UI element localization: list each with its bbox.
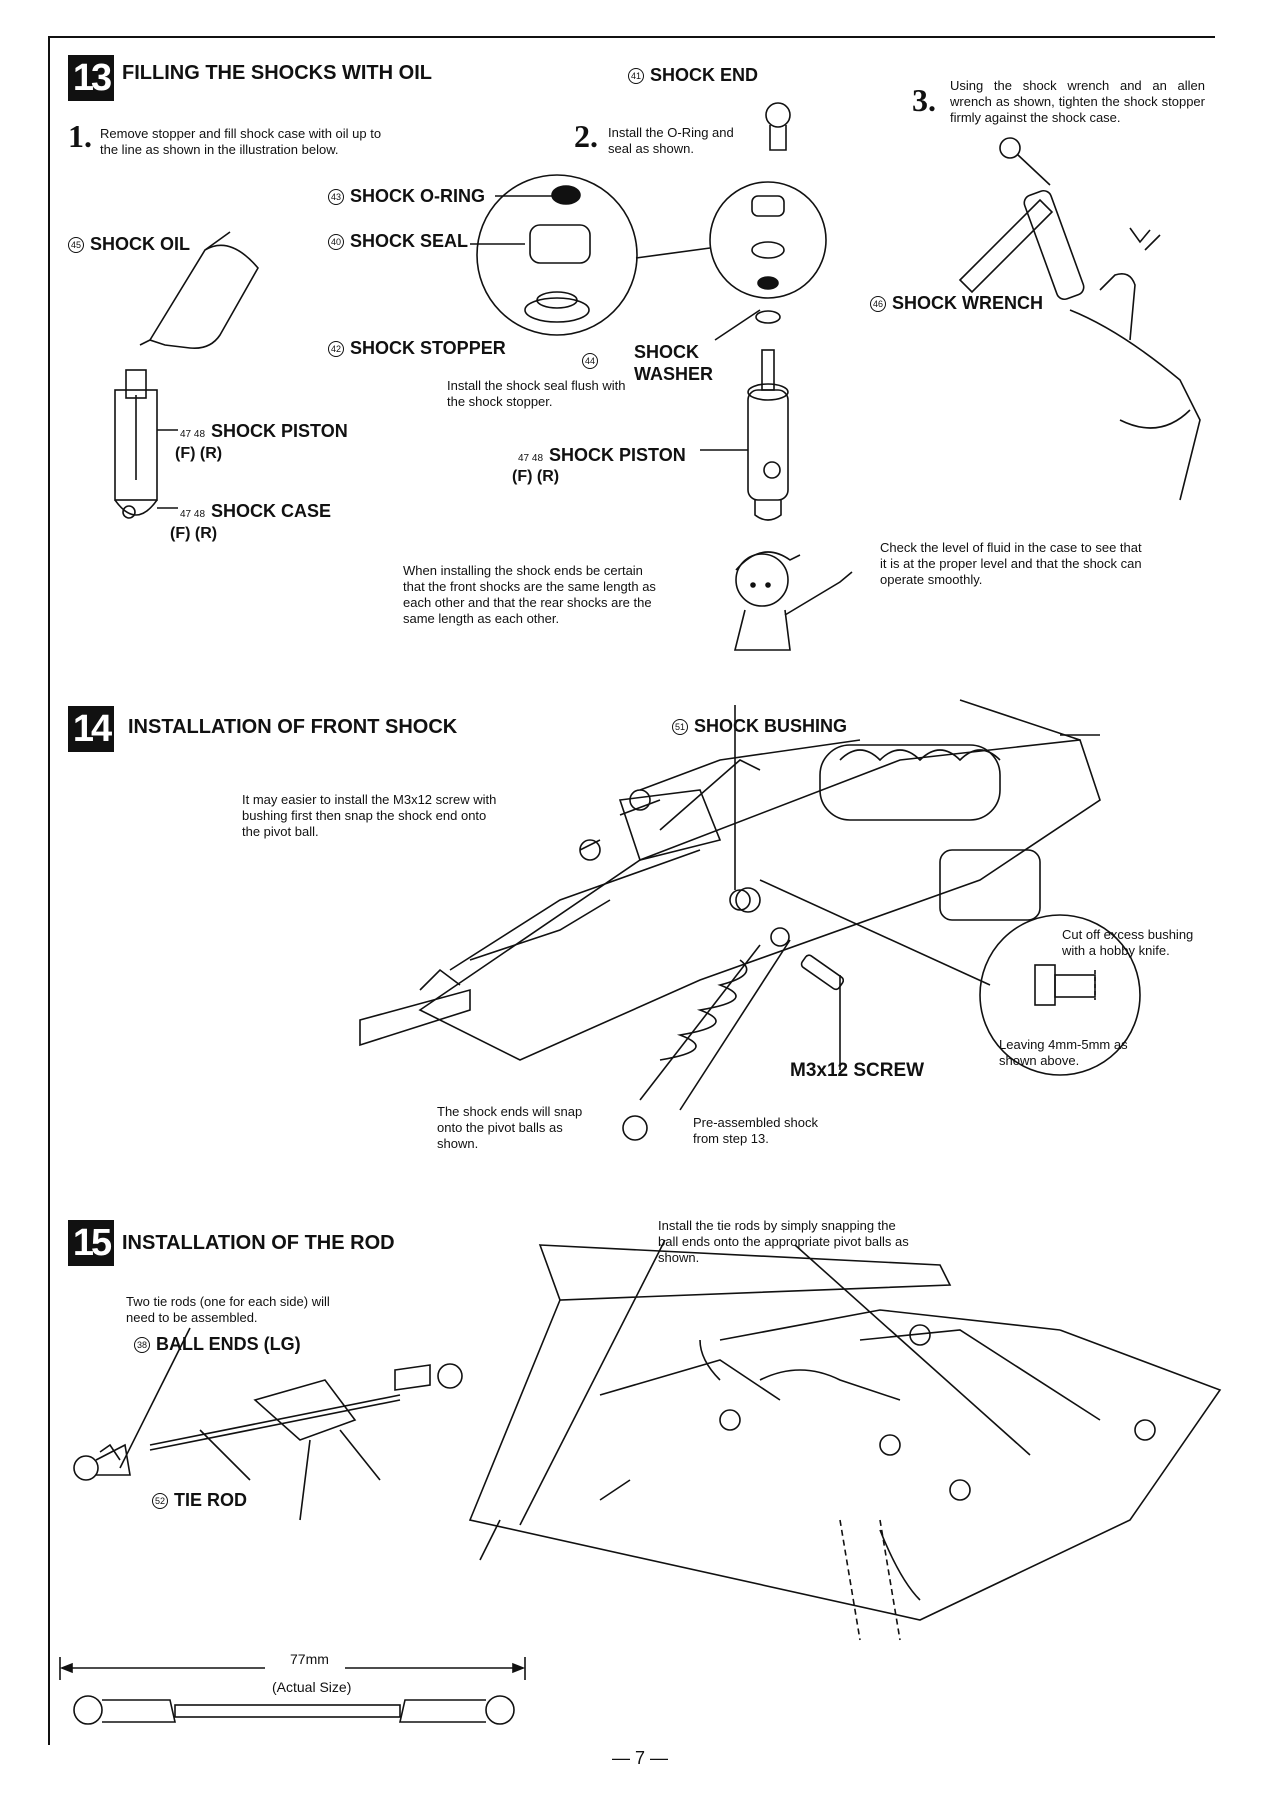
- fluid-level-note: Check the level of fluid in the case to …: [880, 540, 1142, 587]
- step-15-title: INSTALLATION OF THE ROD: [122, 1232, 395, 1254]
- tie-rod-label: 52 TIE ROD: [152, 1490, 247, 1511]
- bushing-detail-illustration: [734, 705, 1141, 1076]
- oil-bottle-illustration: [139, 231, 259, 350]
- step-13-badge: 13: [68, 55, 114, 101]
- part-number: 45: [68, 237, 84, 254]
- leave-length-note: Leaving 4mm-5mm as shown above.: [999, 1037, 1128, 1068]
- part-number: 41: [628, 68, 644, 85]
- seal-exploded-illustration: [470, 174, 711, 336]
- shock-piston-left-variants: (F) (R): [175, 445, 223, 462]
- m3x12-screw-label: M3x12 SCREW: [790, 1060, 925, 1081]
- part-name: BALL ENDS (LG): [156, 1334, 301, 1354]
- tie-rods-note: Install the tie rods by simply snapping …: [658, 1218, 909, 1265]
- rod-length-label: 77mm: [290, 1651, 329, 1667]
- part-number: 47 48: [180, 429, 206, 440]
- actual-size-label: (Actual Size): [272, 1679, 352, 1695]
- part-number: 44: [582, 353, 598, 369]
- part-number: 42: [328, 341, 344, 358]
- shock-wrench-illustration: [958, 137, 1201, 501]
- shock-body-mid-illustration: [700, 309, 789, 521]
- step-13-3-number: 3.: [912, 82, 936, 118]
- part-number: 51: [672, 719, 688, 736]
- shock-piston-left-label: 47 48 SHOCK PISTON: [180, 421, 348, 442]
- shock-seal-label: 40 SHOCK SEAL: [328, 231, 468, 252]
- shock-bushing-label: 51 SHOCK BUSHING: [672, 716, 847, 737]
- seal-flush-note: Install the shock seal flush with the sh…: [447, 378, 626, 409]
- screw-first-note: It may easier to install the M3x12 screw…: [242, 792, 497, 839]
- shock-end-label: 41 SHOCK END: [628, 65, 758, 86]
- step-13-1-text: Remove stopper and fill shock case with …: [100, 126, 382, 157]
- part-number: 43: [328, 189, 344, 206]
- shock-case-left-variants: (F) (R): [170, 525, 218, 542]
- shock-oil-label: 45 SHOCK OIL: [68, 234, 190, 255]
- shock-end-detail-illustration: [709, 102, 827, 324]
- preassembled-note: Pre-assembled shock from step 13.: [693, 1115, 818, 1146]
- shock-ends-note: When installing the shock ends be certai…: [403, 563, 656, 626]
- part-number: 47 48: [180, 509, 206, 520]
- shock-case-left-label: 47 48 SHOCK CASE: [180, 501, 331, 522]
- mascot-illustration: [733, 551, 853, 651]
- shock-oring-label: 43 SHOCK O-RING: [328, 186, 485, 207]
- step-14-badge: 14: [68, 706, 114, 752]
- part-number: 40: [328, 234, 344, 251]
- part-name: SHOCK O-RING: [350, 186, 485, 206]
- shock-piston-mid-label: 47 48 SHOCK PISTON: [518, 445, 686, 466]
- front-shock-illustration: [622, 887, 845, 1141]
- part-name: TIE ROD: [174, 1490, 248, 1510]
- step-14-title: INSTALLATION OF FRONT SHOCK: [128, 716, 458, 738]
- step-13-3-text: Using the shock wrench and an allen wren…: [950, 78, 1205, 125]
- part-name: SHOCK END: [650, 65, 759, 85]
- step-13-1-number: 1.: [68, 118, 92, 154]
- part-number: 52: [152, 1493, 168, 1510]
- page-frame: [48, 36, 1215, 1745]
- part-name: SHOCK CASE: [211, 501, 332, 521]
- part-number: 38: [134, 1337, 150, 1354]
- page-number: — 7 —: [612, 1748, 669, 1768]
- rear-chassis-illustration: [468, 1239, 1222, 1641]
- shock-piston-mid-variants: (F) (R): [512, 468, 560, 485]
- step-13-2-number: 2.: [574, 118, 598, 154]
- shock-stopper-label: 42 SHOCK STOPPER: [328, 338, 506, 359]
- part-name: SHOCK WRENCH: [892, 293, 1043, 313]
- cut-bushing-note: Cut off excess bushing with a hobby knif…: [1062, 927, 1194, 958]
- part-number: 46: [870, 296, 886, 313]
- rod-actual-size-illustration: [59, 1657, 526, 1725]
- snap-pivot-note: The shock ends will snap onto the pivot …: [437, 1104, 583, 1151]
- part-name: SHOCK OIL: [90, 234, 191, 254]
- two-rods-note: Two tie rods (one for each side) will ne…: [126, 1294, 330, 1325]
- part-name: SHOCK WASHER: [634, 342, 714, 384]
- part-name: SHOCK STOPPER: [350, 338, 506, 358]
- step-15-badge: 15: [68, 1220, 114, 1266]
- part-name: SHOCK PISTON: [211, 421, 348, 441]
- part-name: SHOCK PISTON: [549, 445, 686, 465]
- shock-wrench-label: 46 SHOCK WRENCH: [870, 293, 1043, 314]
- shock-washer-label: 44 SHOCK WASHER: [582, 341, 714, 385]
- step-13-title: FILLING THE SHOCKS WITH OIL: [122, 62, 432, 84]
- part-number: 47 48: [518, 453, 544, 464]
- part-name: SHOCK SEAL: [350, 231, 469, 251]
- ball-ends-label: 38 BALL ENDS (LG): [134, 1334, 301, 1355]
- shock-case-left-illustration: [114, 369, 178, 519]
- step-13-2-text: Install the O-Ring and seal as shown.: [608, 125, 734, 156]
- part-name: SHOCK BUSHING: [694, 716, 848, 736]
- tie-rod-assembly-illustration: [73, 1327, 463, 1521]
- front-chassis-illustration: [359, 699, 1101, 1061]
